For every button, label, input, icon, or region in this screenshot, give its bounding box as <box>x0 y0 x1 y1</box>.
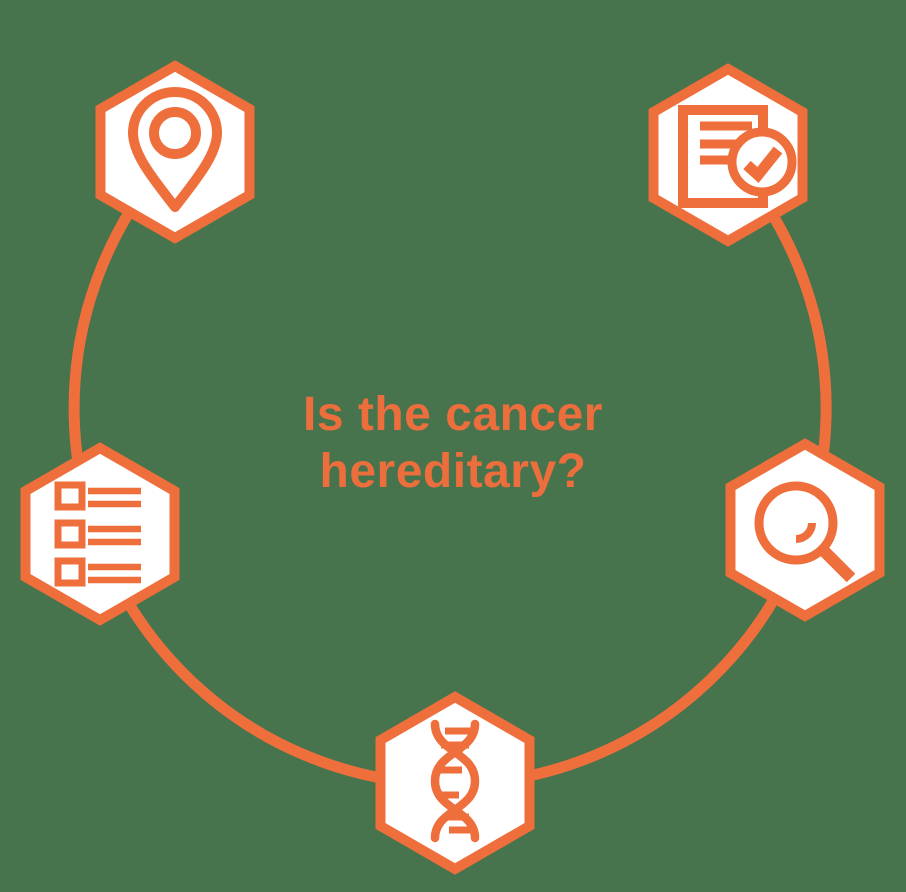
location-pin-icon <box>128 87 222 212</box>
hexagon-outline <box>375 691 535 875</box>
hex-node-checklist <box>20 442 180 626</box>
checklist-icon <box>54 481 141 587</box>
hex-node-document-check <box>648 63 808 247</box>
central-question: Is the cancer hereditary? <box>0 386 906 500</box>
hex-node-dna <box>375 691 535 875</box>
dna-helix-icon <box>430 719 480 843</box>
magnifying-glass-icon <box>754 481 856 583</box>
question-line-2: hereditary? <box>319 445 587 498</box>
question-line-1: Is the cancer <box>303 388 603 441</box>
hex-node-magnifier <box>725 438 885 622</box>
document-check-icon <box>678 105 797 208</box>
hex-node-location <box>95 60 255 244</box>
